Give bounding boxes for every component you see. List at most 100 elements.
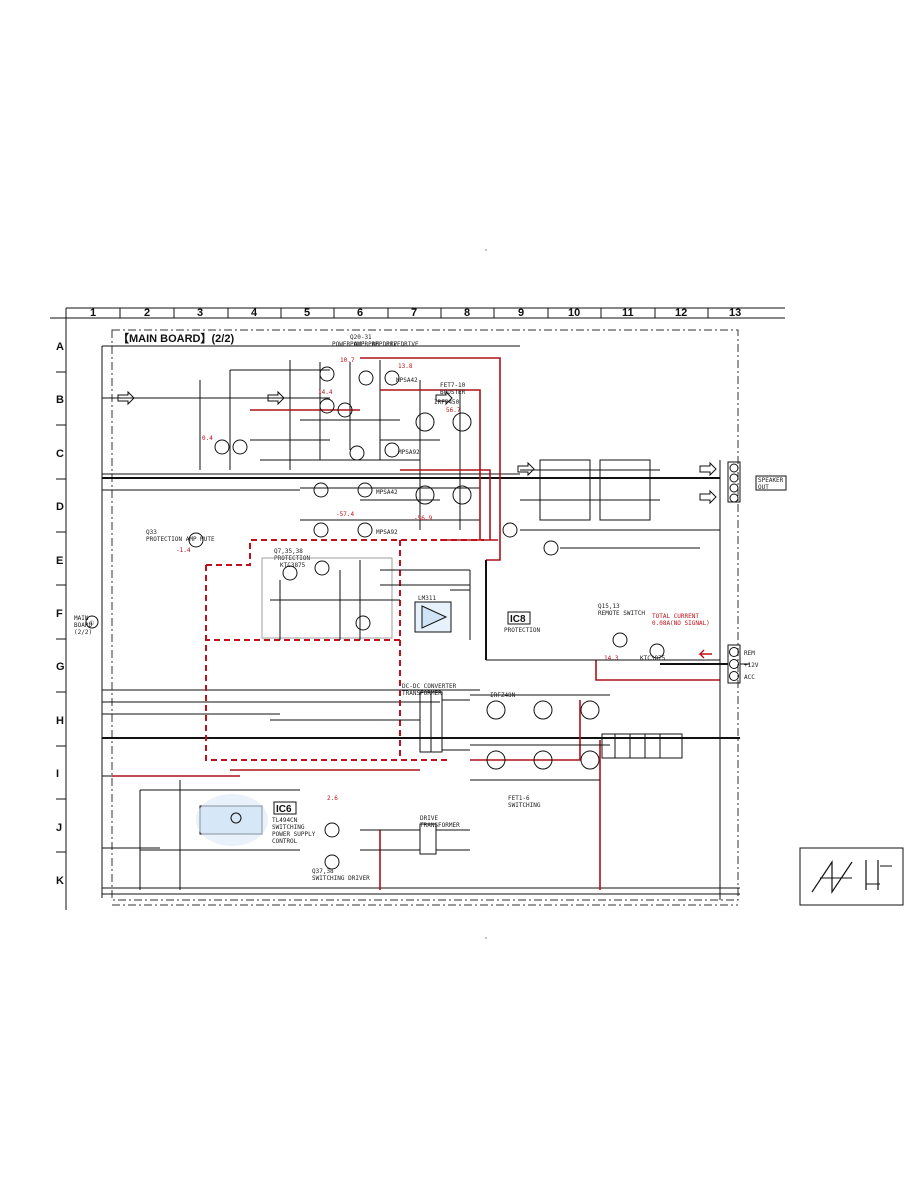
q22 (384, 370, 400, 386)
col-7: 7 (411, 307, 417, 319)
col-2: 2 (144, 307, 150, 319)
ic6-box: IC6 (276, 804, 292, 815)
q26 (384, 442, 400, 458)
svg-text:10.7: 10.7 (340, 357, 355, 364)
svg-text:0.4: 0.4 (202, 435, 213, 442)
row-B: B (56, 394, 64, 406)
main-board-ref: MAIN BOARD (2/2) ① (74, 615, 99, 636)
row-K: K (56, 875, 64, 887)
svg-text:MPSA92: MPSA92 (376, 529, 398, 536)
grid-frame (50, 307, 785, 910)
red-rails (112, 357, 720, 890)
svg-text:MPSA92: MPSA92 (398, 449, 420, 456)
row-I: I (56, 768, 59, 780)
part-labels: MPSA42 MPSA92 MPSA42 MPSA92 IRFP450 KTC3… (280, 377, 666, 662)
row-A: A (56, 341, 64, 353)
svg-text:LM311: LM311 (418, 595, 436, 602)
q34 (282, 565, 298, 581)
svg-text:13.8: 13.8 (398, 363, 413, 370)
q36 (355, 615, 371, 631)
q15 (612, 632, 628, 648)
page-dot (485, 249, 487, 251)
q30 (357, 522, 373, 538)
right-bus (485, 460, 721, 900)
q24 (337, 402, 353, 418)
protection-dash (205, 539, 484, 761)
svg-text:KTC3875: KTC3875 (640, 655, 666, 662)
left-bus (101, 345, 740, 898)
svg-text:14.3: 14.3 (604, 655, 619, 662)
col-5: 5 (304, 307, 310, 319)
row-E: E (56, 555, 63, 567)
q21 (358, 370, 374, 386)
q16 (649, 643, 665, 659)
col-9: 9 (518, 307, 524, 319)
col-10: 10 (568, 307, 580, 319)
svg-text:-56.9: -56.9 (414, 515, 432, 522)
q35 (314, 560, 330, 576)
q23 (319, 398, 335, 414)
output-filter (520, 459, 720, 521)
row-C: C (56, 448, 64, 460)
svg-text:-57.4: -57.4 (336, 511, 354, 518)
q32 (232, 439, 248, 455)
cap-bank (601, 733, 683, 759)
page-dot-2 (485, 937, 487, 939)
col-13: 13 (729, 307, 741, 319)
svg-text:14.4: 14.4 (318, 389, 333, 396)
q28 (357, 482, 373, 498)
svg-text:REM: REM (744, 650, 755, 657)
svg-text:-1.4: -1.4 (176, 547, 191, 554)
q29 (313, 522, 329, 538)
column-ticks (119, 308, 709, 318)
input-arrows (117, 390, 717, 505)
q13 (502, 522, 518, 538)
svg-text:IRFP450: IRFP450 (434, 399, 460, 406)
col-3: 3 (197, 307, 203, 319)
waveform-legend (799, 847, 904, 906)
col-1: 1 (90, 307, 96, 319)
svg-text:KTC3875: KTC3875 (280, 562, 306, 569)
row-J: J (56, 822, 62, 834)
svg-text:ACC: ACC (744, 674, 755, 681)
col-8: 8 (464, 307, 470, 319)
col-6: 6 (357, 307, 363, 319)
ref-circle: ① (89, 620, 94, 627)
q20 (319, 366, 335, 382)
row-G: G (56, 661, 65, 673)
ic8-box: IC8 (510, 614, 526, 625)
row-H: H (56, 715, 64, 727)
col-4: 4 (251, 307, 258, 319)
svg-text:MPSA42: MPSA42 (376, 489, 398, 496)
row-F: F (56, 608, 63, 620)
svg-text:56.7: 56.7 (446, 407, 461, 414)
pre-drive-wiring (199, 360, 480, 530)
svg-text:MPSA42: MPSA42 (396, 377, 418, 384)
svg-text:(2/2): (2/2) (74, 629, 92, 636)
q14 (543, 540, 559, 556)
column-labels: 1 2 3 4 5 6 7 8 9 10 11 12 13 (90, 307, 741, 319)
col-12: 12 (675, 307, 687, 319)
row-labels: A B C D E F G H I J K (56, 341, 65, 887)
q31 (214, 439, 230, 455)
svg-text:IRFZ48N: IRFZ48N (490, 692, 516, 699)
power-terminals: REM +12V ACC (660, 644, 759, 684)
q33 (188, 532, 204, 548)
q27 (313, 482, 329, 498)
transistors (188, 366, 665, 870)
